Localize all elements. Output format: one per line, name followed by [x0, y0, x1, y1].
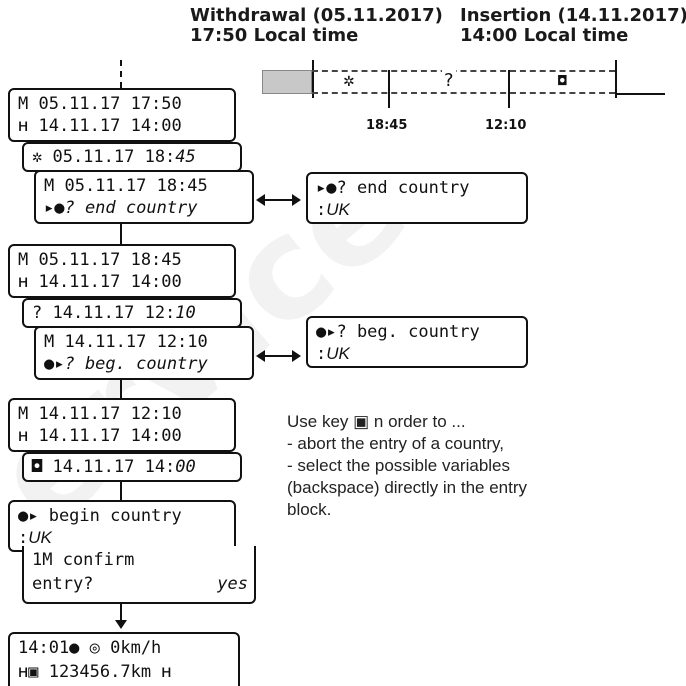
withdrawal-time: 17:50 Local time — [190, 25, 359, 46]
time-label-1210: 12:10 — [485, 118, 527, 133]
card-symbol-icon: ◘ — [557, 74, 568, 89]
withdrawal-header: Withdrawal (05.11.2017) 17:50 Local time — [190, 6, 443, 46]
timeline-withdrawal-marker — [312, 60, 314, 98]
display-line: M 14.11.17 12:10 — [44, 332, 208, 352]
display-line: ◘ 14.11.17 14:00 — [32, 457, 196, 477]
flow-connector — [120, 380, 122, 398]
display-withdrawal: M 05.11.17 17:50 ʜ 14.11.17 14:00 — [8, 88, 236, 142]
display-line: ʜ 14.11.17 14:00 — [18, 272, 182, 292]
timeline-1210-marker — [508, 70, 510, 108]
country-value: UK — [326, 200, 350, 219]
note-line: - select the possible variables — [287, 456, 511, 475]
display-line: ●▸? beg. country — [44, 354, 208, 374]
display-line: ●▸ begin country — [18, 506, 182, 526]
display-confirm-entry: 1M confirm entry? yes — [22, 546, 256, 604]
unknown-period-mark: ? — [442, 70, 456, 91]
instruction-note: Use key ▣ n order to ... - abort the ent… — [287, 411, 587, 521]
display-line: ʜ 14.11.17 14:00 — [18, 426, 182, 446]
display-rest-entry: ✲ 05.11.17 18:45 — [22, 142, 242, 172]
flow-down-arrow — [120, 604, 122, 624]
display-standard: 14:01● ◎ 0km/h ʜ▣ 123456.7km ʜ — [8, 632, 240, 686]
arrow-left-icon — [256, 194, 265, 206]
insertion-time: 14:00 Local time — [460, 25, 629, 46]
arrow-right-icon — [292, 350, 301, 362]
timeline-end-line — [615, 93, 665, 95]
note-line: Use key ▣ n order to ... — [287, 412, 466, 431]
insertion-header: Insertion (14.11.2017) 14:00 Local time — [460, 6, 686, 46]
display-line: ʜ 14.11.17 14:00 — [18, 116, 182, 136]
arrow-left-icon — [256, 350, 265, 362]
display-line: :UK — [316, 344, 350, 364]
display-after-begin-country: M 14.11.17 12:10 ʜ 14.11.17 14:00 — [8, 398, 236, 452]
display-line: M 14.11.17 12:10 — [18, 404, 182, 424]
display-line: ʜ▣ 123456.7km ʜ — [18, 662, 172, 682]
arrow-down-icon — [115, 620, 127, 629]
rest-symbol-icon: ✲ — [343, 74, 355, 90]
display-after-end-country: M 05.11.17 18:45 ʜ 14.11.17 14:00 — [8, 244, 236, 298]
display-line: ●▸? beg. country — [316, 322, 480, 342]
timeline-1845-marker — [388, 70, 390, 108]
arrow-right-icon — [292, 194, 301, 206]
display-line: ? 14.11.17 12:10 — [32, 303, 196, 323]
display-line: 14:01● ◎ 0km/h — [18, 638, 162, 658]
flow-dash-top — [120, 60, 122, 88]
display-line: M 05.11.17 18:45 — [18, 250, 182, 270]
flow-connector — [120, 482, 122, 500]
display-line: entry? — [32, 574, 94, 594]
display-line: ▸●? end country — [44, 198, 198, 218]
display-line: 1M confirm — [32, 550, 135, 570]
timeline-insertion-marker — [615, 60, 617, 98]
display-begin-country-side: ●▸? beg. country :UK — [306, 316, 528, 368]
display-line: ▸●? end country — [316, 178, 470, 198]
display-unknown-entry: ? 14.11.17 12:10 — [22, 298, 242, 328]
display-card-entry: ◘ 14.11.17 14:00 — [22, 452, 242, 482]
confirm-yes-option: yes — [217, 574, 248, 594]
display-begin-country: M 14.11.17 12:10 ●▸? beg. country — [34, 326, 254, 380]
timeline-dash-top — [312, 70, 615, 72]
double-arrow — [262, 355, 292, 357]
display-end-country-side: ▸●? end country :UK — [306, 172, 528, 224]
display-line: :UK — [316, 200, 350, 220]
double-arrow — [262, 199, 292, 201]
display-begin-country-entry: ●▸ begin country :UK — [8, 500, 236, 552]
note-line: block. — [287, 500, 332, 519]
withdrawal-title: Withdrawal (05.11.2017) — [190, 5, 443, 26]
timeline-driving-block — [262, 70, 312, 94]
country-value: UK — [28, 528, 52, 547]
note-line: - abort the entry of a country, — [287, 434, 505, 453]
display-line: M 05.11.17 17:50 — [18, 94, 182, 114]
insertion-title: Insertion (14.11.2017) — [460, 5, 686, 26]
flow-connector — [120, 224, 122, 244]
display-line: ✲ 05.11.17 18:45 — [32, 147, 196, 167]
timeline-dash-bottom — [312, 92, 615, 94]
display-end-country: M 05.11.17 18:45 ▸●? end country — [34, 170, 254, 224]
country-value: UK — [326, 344, 350, 363]
note-line: (backspace) directly in the entry — [287, 478, 527, 497]
display-line: :UK — [18, 528, 52, 548]
time-label-1845: 18:45 — [366, 118, 408, 133]
display-line: M 05.11.17 18:45 — [44, 176, 208, 196]
